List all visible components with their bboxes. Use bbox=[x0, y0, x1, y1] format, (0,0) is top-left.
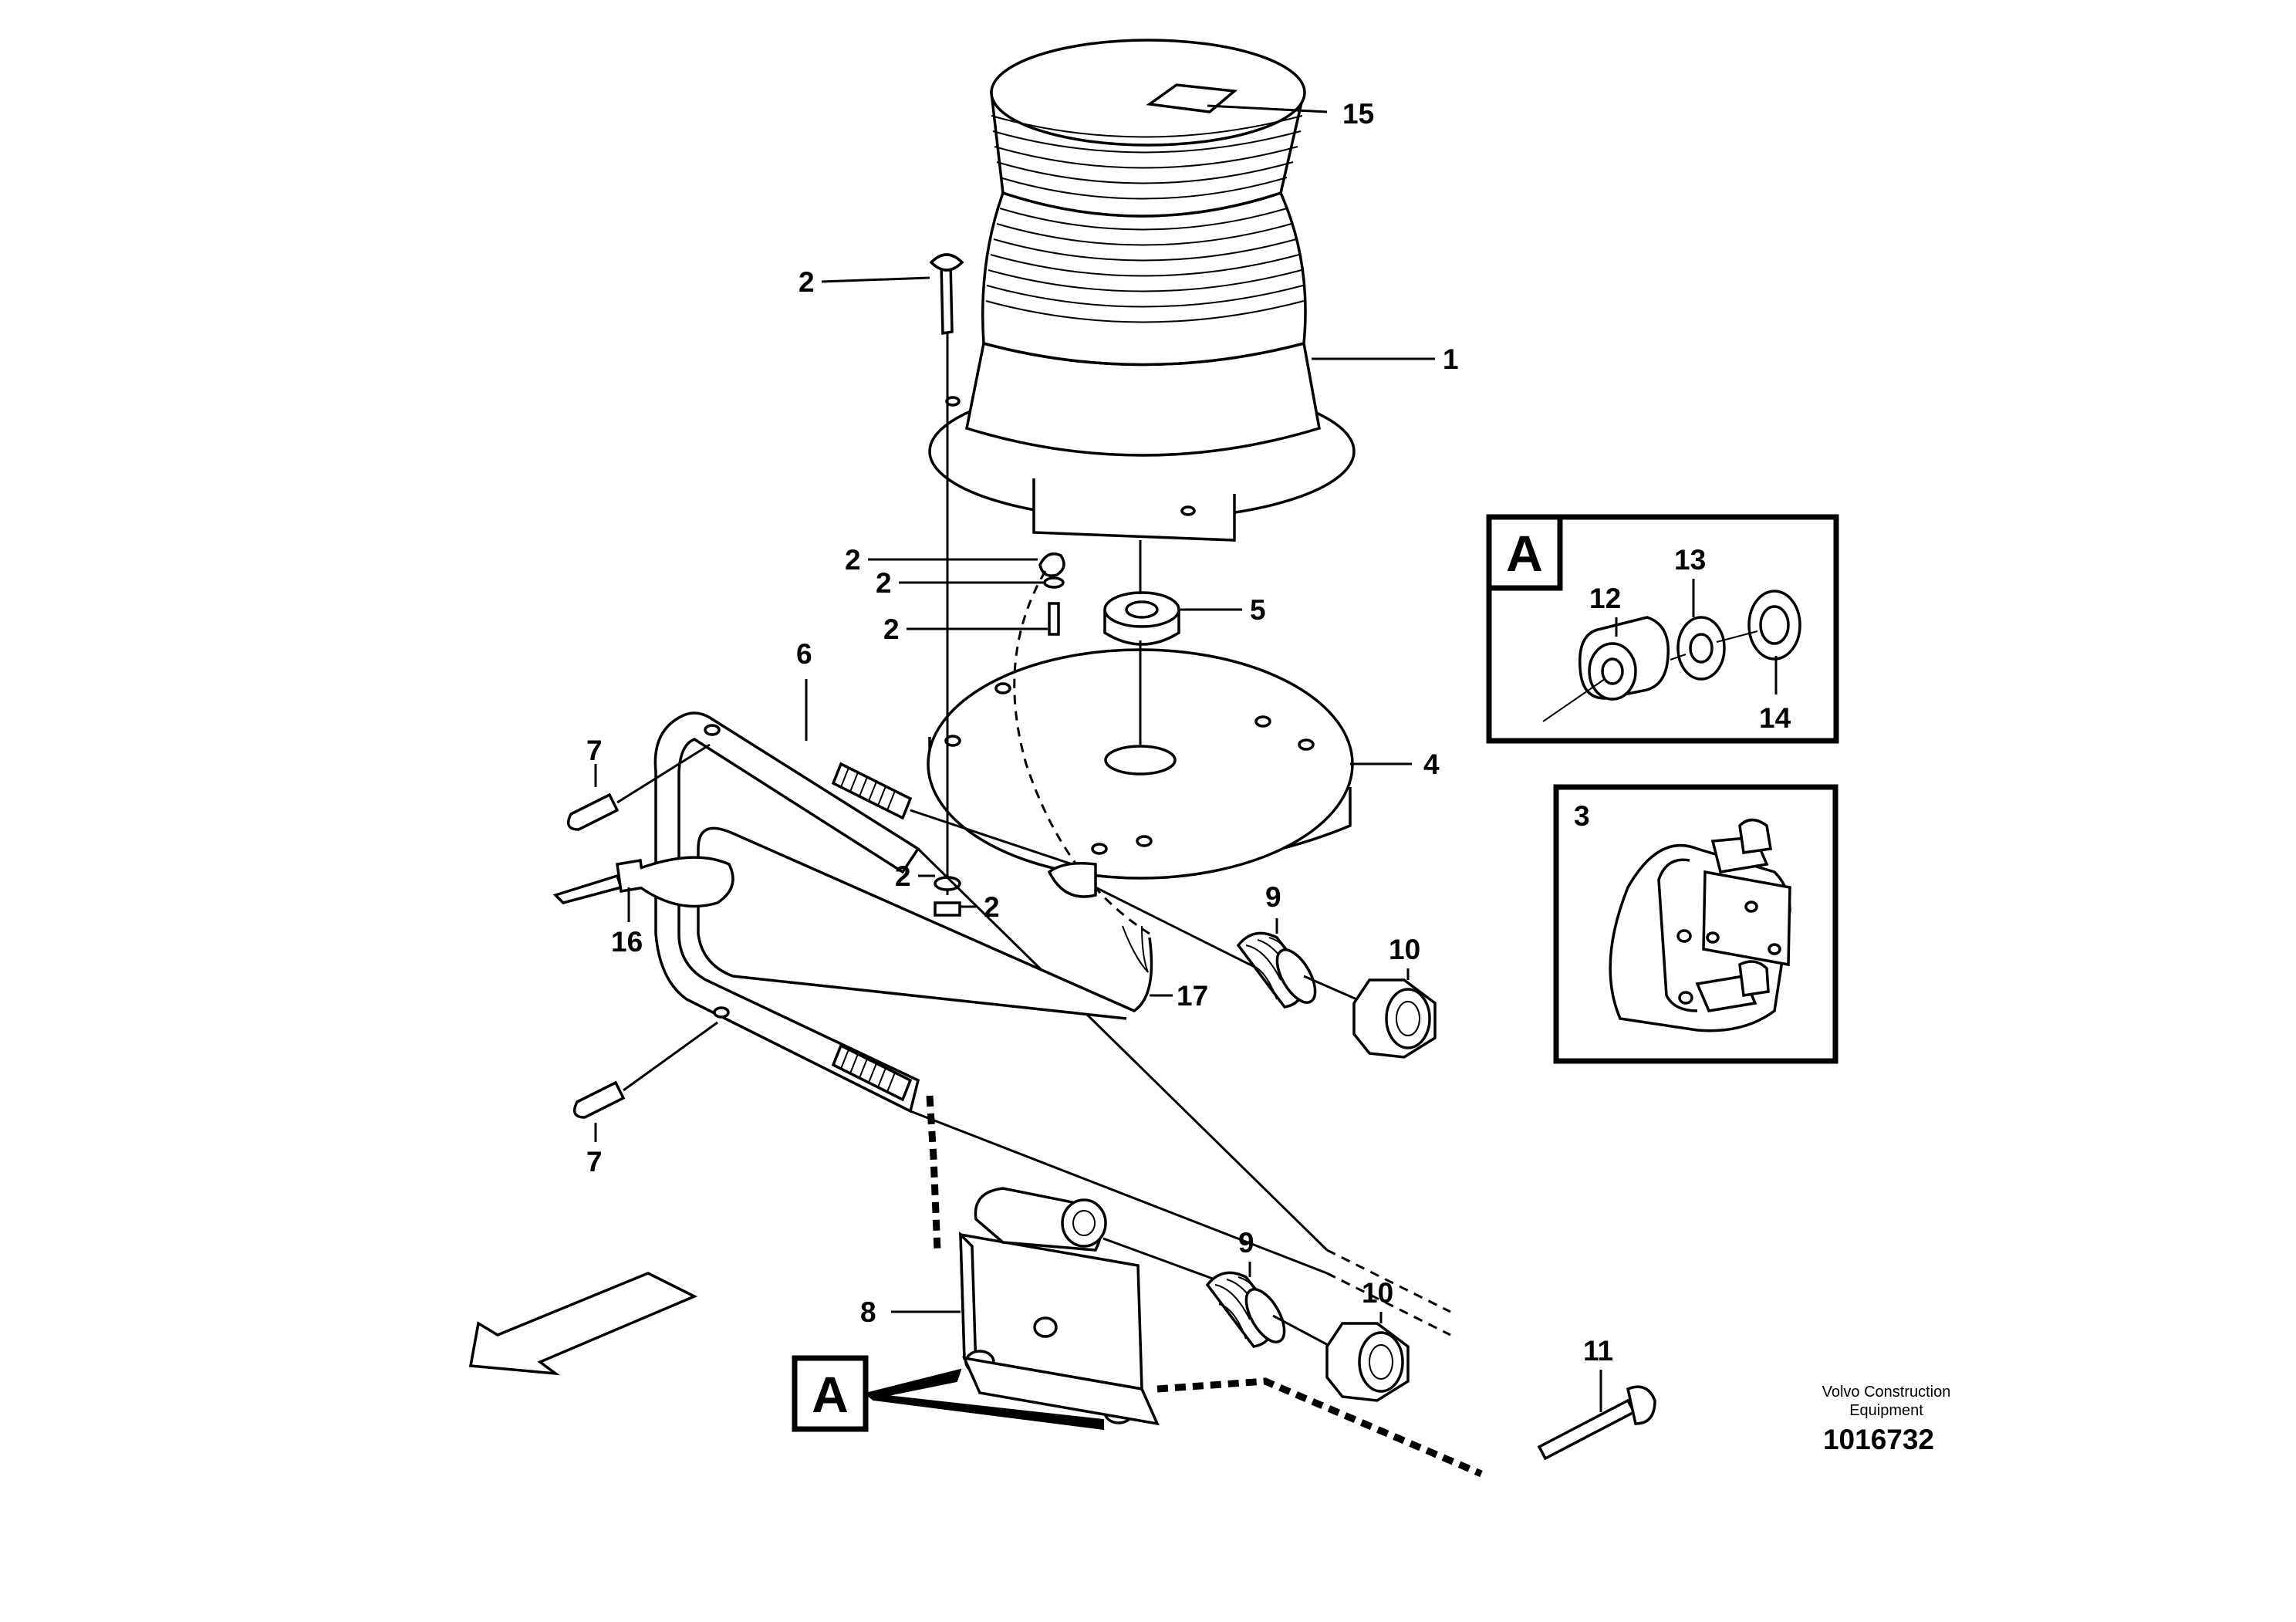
callout-10-lower: 10 bbox=[1362, 1277, 1393, 1309]
lens-ribs bbox=[985, 115, 1305, 323]
callout-1: 1 bbox=[1443, 343, 1459, 375]
callout-9-upper: 9 bbox=[1265, 881, 1281, 913]
thread-upper bbox=[831, 762, 913, 820]
drawing-number: 1016732 bbox=[1823, 1424, 1934, 1455]
callout-2-washer-b: 2 bbox=[876, 567, 892, 599]
detail-3-box bbox=[1553, 784, 1838, 1064]
thread-lower bbox=[831, 1043, 913, 1102]
callout-2-washer-a: 2 bbox=[845, 544, 861, 576]
callout-8: 8 bbox=[860, 1296, 876, 1328]
callout-2-washer-c: 2 bbox=[895, 860, 911, 892]
detail-a-tag-bottom: A bbox=[812, 1366, 849, 1423]
credit-line-1: Volvo Construction bbox=[1822, 1384, 1951, 1401]
spring-lower bbox=[1205, 1271, 1332, 1348]
base-plate bbox=[927, 648, 1354, 880]
drawing-credit: Volvo Construction Equipment 1016732 bbox=[1822, 1384, 1951, 1455]
callout-2-screw-small: 2 bbox=[883, 613, 900, 645]
callout-7-lower: 7 bbox=[586, 1146, 603, 1178]
forward-direction-arrow bbox=[468, 1272, 698, 1376]
callout-17: 17 bbox=[1177, 980, 1208, 1012]
callout-13: 13 bbox=[1674, 544, 1706, 576]
callout-11: 11 bbox=[1583, 1335, 1613, 1367]
callout-12: 12 bbox=[1589, 583, 1621, 614]
u-bracket bbox=[653, 711, 1451, 1336]
end-plug-lower bbox=[572, 1021, 718, 1119]
callout-10-upper: 10 bbox=[1389, 934, 1420, 965]
callout-7-upper: 7 bbox=[586, 735, 603, 766]
end-plug-upper bbox=[566, 743, 711, 831]
grommet bbox=[1103, 540, 1180, 745]
detail-a-box: A bbox=[1486, 514, 1839, 744]
nut-lower bbox=[1325, 1322, 1410, 1402]
callout-15: 15 bbox=[1342, 98, 1374, 130]
callout-9-lower: 9 bbox=[1238, 1227, 1254, 1259]
callout-4: 4 bbox=[1423, 748, 1440, 780]
bolt bbox=[1537, 1385, 1656, 1461]
leader-lines bbox=[594, 104, 1778, 1412]
callout-5: 5 bbox=[1250, 594, 1266, 626]
callout-14: 14 bbox=[1759, 702, 1791, 734]
beacon-lamp bbox=[928, 39, 1356, 542]
callout-3: 3 bbox=[1574, 800, 1590, 832]
callout-16: 16 bbox=[611, 926, 643, 958]
callout-numbers: 15 2 1 2 2 2 5 6 4 7 2 2 9 10 16 17 7 9 … bbox=[586, 98, 1791, 1367]
cable-tie bbox=[552, 856, 734, 908]
cable bbox=[697, 826, 1153, 1020]
credit-line-2: Equipment bbox=[1849, 1402, 1923, 1419]
callout-2-nut-small: 2 bbox=[984, 891, 1000, 923]
callout-6: 6 bbox=[796, 638, 812, 670]
fasteners bbox=[929, 253, 1150, 935]
nut-upper bbox=[1352, 978, 1437, 1059]
detail-a-tag-top: A bbox=[1506, 525, 1543, 582]
callout-2-screw-top: 2 bbox=[799, 266, 815, 298]
spring-upper bbox=[1236, 931, 1366, 1009]
detail-a-reference: A bbox=[792, 1355, 1104, 1432]
mounting-plate bbox=[959, 1187, 1483, 1478]
